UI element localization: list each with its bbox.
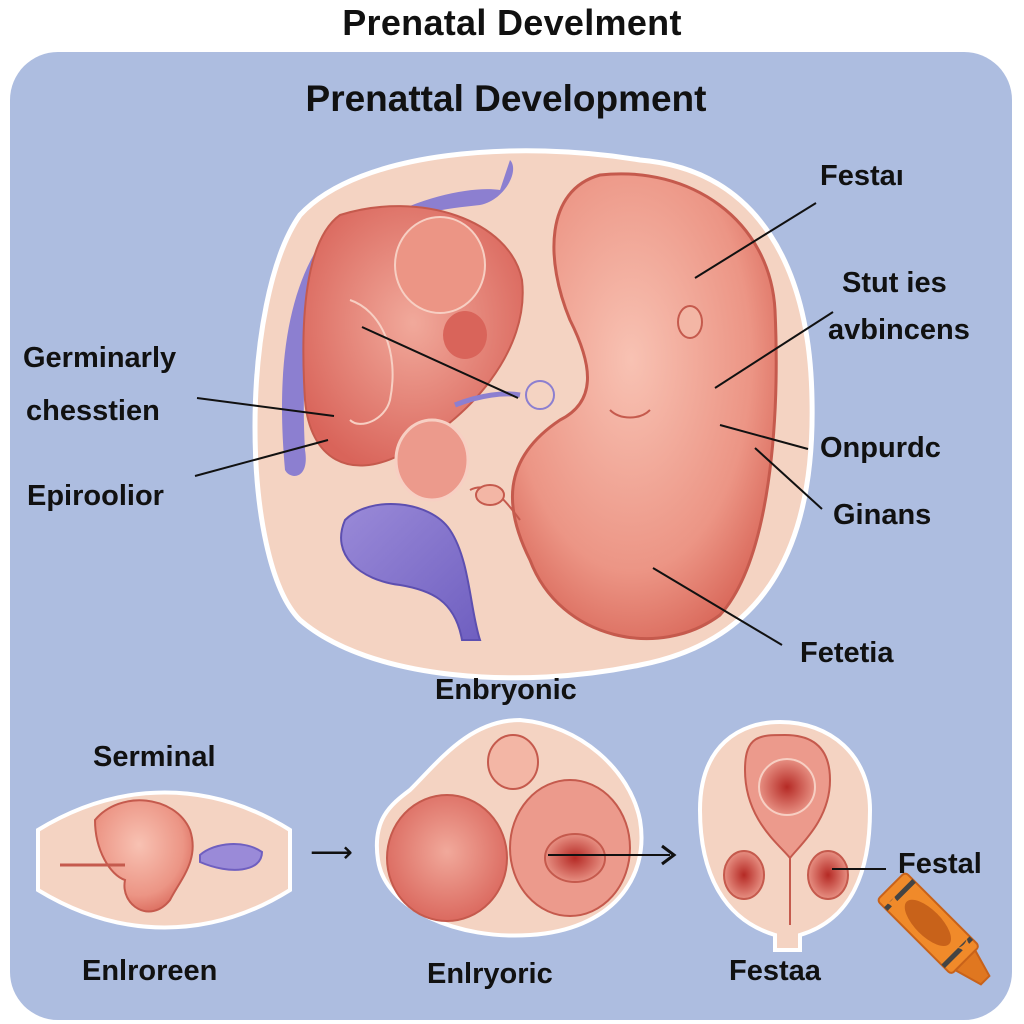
panel-title: Prenattal Development [305,78,707,119]
sparkle-icon: ✦ [955,933,978,964]
label-ginans: Ginans [833,499,932,531]
label-festai: Festaı [820,160,904,192]
stage-3-side-label: Festal [898,848,982,880]
label-onpurdc: Onpurdc [820,432,941,464]
stage-serminal-illustration [36,790,292,930]
outer-title: Prenatal Develment [342,2,682,43]
label-germinarly: Germinarly [23,342,177,374]
stage-2-top-label: Enbryonic [435,674,577,706]
crayon-icon [877,872,991,986]
stage-2-bottom-label: Enlryoric [427,958,553,990]
sparkle-icon: ✦ [884,891,904,918]
leader-lines [194,202,834,646]
label-avbincens: avbincens [828,314,970,346]
label-fetetia: Fetetia [800,637,894,669]
label-epiroolior: Epiroolior [27,480,164,512]
stage-festaa-illustration [697,719,873,952]
label-chesstien: chesstien [26,395,160,427]
stage-1-top-label: Serminal [93,741,216,773]
main-womb-illustration [252,148,815,681]
label-stut-ies: Stut ies [842,267,947,299]
stage-1-bottom-label: Enlroreen [82,955,218,987]
arrow-right-icon [661,844,677,866]
stage-enbryonic-illustration [374,717,644,938]
arrow-right-icon: ⟶ [310,836,353,869]
stage-3-bottom-label: Festaa [729,955,821,987]
